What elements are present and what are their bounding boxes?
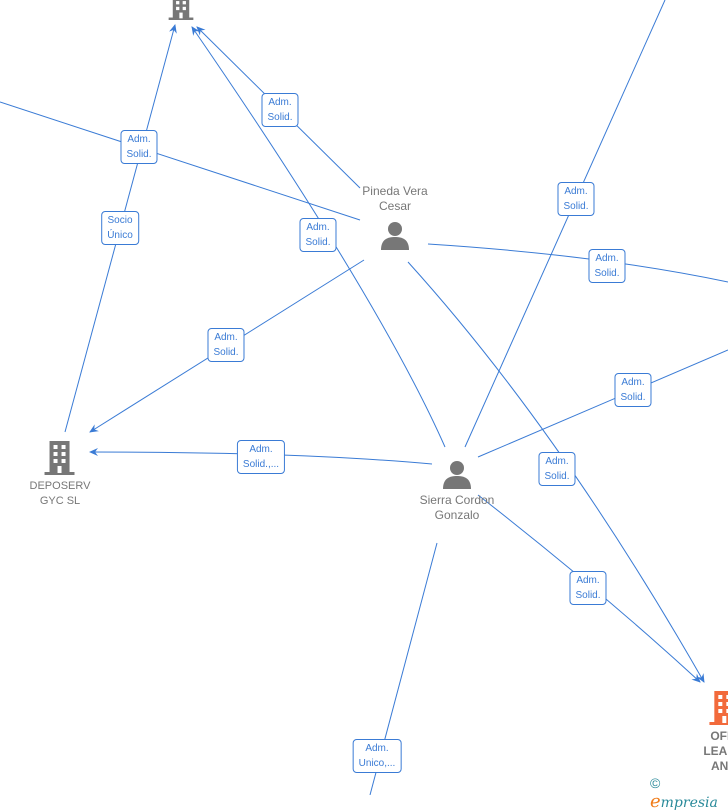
edge-line xyxy=(191,26,446,448)
edge-line xyxy=(464,0,666,448)
edge-label[interactable]: Adm. Solid. xyxy=(588,249,626,283)
company-node-top[interactable] xyxy=(166,0,196,24)
edge-label-line2: Solid. xyxy=(267,112,293,123)
edge-label-line1: Adm. xyxy=(564,186,588,197)
edge-label-line2: Solid. xyxy=(563,201,589,212)
edge-label[interactable]: Adm. Solid. xyxy=(538,452,576,486)
edge-label-line1: Adm. xyxy=(595,253,619,264)
edge-label-line1: Adm. xyxy=(249,444,273,455)
node-label-2: LEARN xyxy=(703,744,728,758)
edge-label-line1: Adm. xyxy=(268,97,292,108)
edge-label-line2: Solid. xyxy=(126,149,152,160)
edge-line xyxy=(0,101,361,221)
edge-label-line1: Adm. xyxy=(621,377,645,388)
edge-label-line2: Unico,... xyxy=(358,758,396,769)
edge-label-line1: Adm. xyxy=(545,456,569,467)
edge-label-line1: Socio xyxy=(107,215,133,226)
node-label-1: OFFI xyxy=(710,729,728,743)
edge-label-line1: Adm. xyxy=(576,575,600,586)
node-label: Sierra Cordon Gonzalo xyxy=(419,493,495,522)
edge-label[interactable]: Adm. Solid.,... xyxy=(236,440,286,474)
edge-label-line2: Solid. xyxy=(594,268,620,279)
edge-label[interactable]: Adm. Solid. xyxy=(614,373,652,407)
edge-label[interactable]: Adm. Solid. xyxy=(569,571,607,605)
edge-label-line2: Solid.,... xyxy=(242,459,280,470)
edge-line xyxy=(477,349,728,458)
node-label-1: DEPOSERV xyxy=(29,480,91,492)
node-label-3: AND xyxy=(711,759,728,773)
edge-line xyxy=(407,261,705,683)
company-node-deposerv[interactable]: DEPOSERV GYC SL xyxy=(29,441,91,509)
person-icon xyxy=(381,222,409,250)
edge-label-line2: Solid. xyxy=(213,347,239,358)
edge-label-line2: Único xyxy=(107,230,133,241)
edge-label-line1: Adm. xyxy=(365,743,389,754)
edge-label-line2: Solid. xyxy=(575,590,601,601)
building-icon xyxy=(709,691,728,725)
edge-label-line2: Solid. xyxy=(305,237,331,248)
empresia-logo: © empresia xyxy=(650,775,718,812)
edge-label-line2: Solid. xyxy=(544,471,570,482)
person-node-pineda[interactable]: Pineda Vera Cesar xyxy=(350,184,440,254)
edge-line xyxy=(427,243,728,283)
edge-label-line2: Solid. xyxy=(620,392,646,403)
edge-label-line1: Adm. xyxy=(306,222,330,233)
edge-label[interactable]: Adm. Solid. xyxy=(120,130,158,164)
edge-label[interactable]: Adm. Unico,... xyxy=(352,739,402,773)
edge-label[interactable]: Adm. Solid. xyxy=(207,328,245,362)
edge-label-line1: Adm. xyxy=(127,134,151,145)
building-icon xyxy=(45,441,75,475)
node-label-2: GYC SL xyxy=(39,495,81,507)
person-icon xyxy=(443,461,471,489)
edge-label-line1: Adm. xyxy=(214,332,238,343)
building-icon xyxy=(168,0,194,20)
edge-label[interactable]: Adm. Solid. xyxy=(557,182,595,216)
edge-label[interactable]: Adm. Solid. xyxy=(299,218,337,252)
company-node-offi[interactable]: OFFI LEARN AND xyxy=(703,691,728,774)
edge-label[interactable]: Adm. Solid. xyxy=(261,93,299,127)
node-label: Pineda Vera Cesar xyxy=(362,184,428,213)
person-node-sierra[interactable]: Sierra Cordon Gonzalo xyxy=(417,459,497,523)
copyright-icon: © xyxy=(650,775,661,791)
